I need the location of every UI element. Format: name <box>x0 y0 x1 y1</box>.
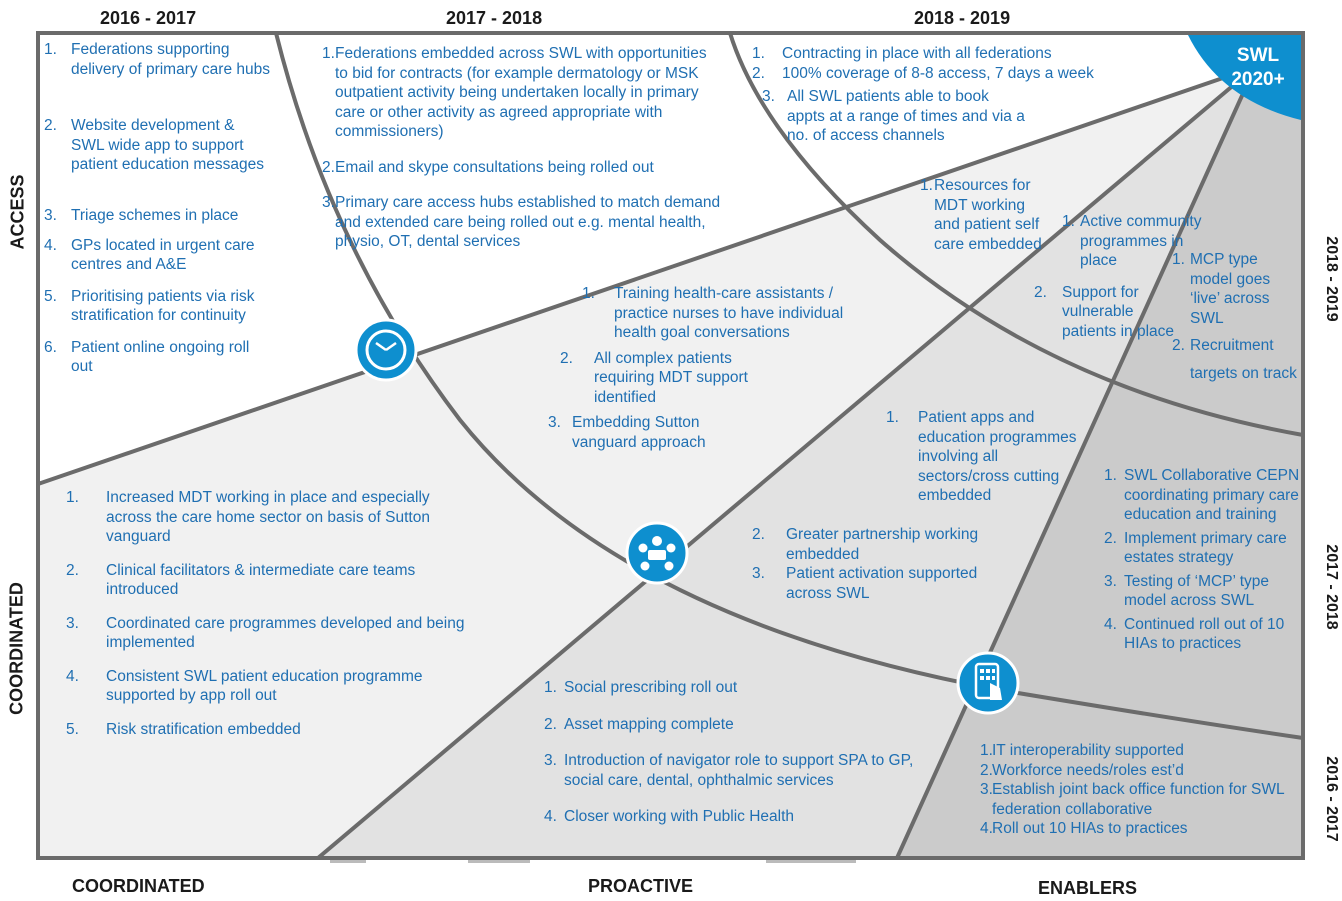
footer-proactive: PROACTIVE <box>588 876 694 896</box>
footer-coordinated: COORDINATED <box>72 876 205 896</box>
side-label-access: ACCESS <box>7 174 28 250</box>
patient-apps-block: 1.Patient apps and education programmes … <box>886 408 1096 506</box>
header-2017-2018: 2017 - 2018 <box>446 8 543 28</box>
list-item: 2.Workforce needs/roles est’d <box>980 761 1184 779</box>
list-item: 2.Clinical facilitators & intermediate c… <box>66 561 416 599</box>
list-item: 3.Triage schemes in place <box>44 207 239 224</box>
list-item: 1.Contracting in place with all federati… <box>752 45 1052 62</box>
coordinated-2016-list: 1.Increased MDT working in place and esp… <box>66 488 486 739</box>
list-item: 4.Continued roll out of 10 HIAs to pract… <box>1104 615 1285 653</box>
list-item: 4.GPs located in urgent care centres and… <box>44 236 255 274</box>
list-item: 3.All SWL patients able to book appts at… <box>762 88 1025 144</box>
outer-frame <box>36 31 1305 860</box>
side-label-right-2016: 2016 - 2017 <box>1323 756 1340 842</box>
list-item: 3.Testing of ‘MCP’ type model across SWL <box>1104 572 1270 610</box>
proactive-2016-list: 1.Social prescribing roll out 2.Asset ma… <box>544 678 924 827</box>
list-item: 2.Email and skype consultations being ro… <box>322 158 654 176</box>
list-item: 1.IT interoperability supported <box>980 742 1184 759</box>
footer-enablers: ENABLERS <box>1038 878 1138 898</box>
list-item: 2.All complex patients requiring MDT sup… <box>560 349 748 406</box>
list-item: 4.Roll out 10 HIAs to practices <box>980 820 1188 837</box>
list-item: 2.100% coverage of 8-8 access, 7 days a … <box>752 64 1094 82</box>
list-item: 4.Closer working with Public Health <box>544 808 795 825</box>
list-item: 3.Introduction of navigator role to supp… <box>544 752 914 789</box>
community-programmes-block: 1.Active community programmes in place 2… <box>1034 212 1204 341</box>
side-label-right-2017: 2017 - 2018 <box>1323 544 1340 630</box>
list-item: 2.Implement primary care estates strateg… <box>1104 529 1287 567</box>
list-item: 1.MCP type model goes ‘live’ across SWL <box>1172 251 1271 327</box>
enablers-2017-list: 1.SWL Collaborative CEPN coordinating pr… <box>1104 466 1302 654</box>
list-item: 3.Establish joint back office function f… <box>980 781 1285 818</box>
swl-badge-line1: SWL <box>1236 45 1280 66</box>
list-item: 3.Primary care access hubs established t… <box>322 194 721 250</box>
people-group-icon <box>625 521 689 585</box>
side-label-coordinated: COORDINATED <box>6 582 27 715</box>
list-item: 1.Training health-care assistants / prac… <box>582 285 844 341</box>
mcp-live-block: 1.MCP type model goes ‘live’ across SWL … <box>1172 250 1304 388</box>
list-item: 1.Federations embedded across SWL with o… <box>322 45 707 140</box>
divider-proactive <box>316 65 1257 860</box>
list-item: 3.Embedding Sutton vanguard approach <box>548 414 706 451</box>
list-item: 2.Recruitment targets on track <box>1172 337 1297 382</box>
header-2018-2019: 2018 - 2019 <box>914 8 1011 28</box>
list-item: 1.Patient apps and education programmes … <box>886 409 1077 504</box>
mobile-app-icon <box>956 651 1020 715</box>
access-2016-list: 1.Federations supporting delivery of pri… <box>44 40 270 377</box>
list-item: 5.Risk stratification embedded <box>66 720 301 738</box>
access-2017-list: 1.Federations embedded across SWL with o… <box>322 44 722 252</box>
swl-badge-line2: 2020+ <box>1231 69 1285 90</box>
arc-2017 <box>728 32 1304 437</box>
proactive-2017-list: 1.Training health-care assistants / prac… <box>548 284 890 452</box>
list-item: 2.Website development & SWL wide app to … <box>44 117 265 173</box>
list-item: 5.Prioritising patients via risk stratif… <box>44 287 255 325</box>
list-item: 1.SWL Collaborative CEPN coordinating pr… <box>1104 467 1300 523</box>
bottom-tab-1 <box>330 860 366 863</box>
side-label-right-2018: 2018 - 2019 <box>1323 236 1340 322</box>
header-2016-2017: 2016 - 2017 <box>100 8 197 28</box>
divider-access <box>37 65 1256 486</box>
enablers-2016-list: 1.IT interoperability supported 2.Workfo… <box>980 741 1290 839</box>
clock-icon <box>354 318 418 382</box>
list-item: 2.Support for vulnerable patients in pla… <box>1034 283 1175 340</box>
list-item: 1.Social prescribing roll out <box>544 679 738 696</box>
list-item: 3.Patient activation supported across SW… <box>752 565 978 602</box>
resources-mdt-block: 1.Resources for MDT working and patient … <box>920 176 1050 254</box>
partnership-block: 2.Greater partnership working embedded 3… <box>752 525 1012 603</box>
list-item: 1.Active community programmes in place <box>1062 213 1202 269</box>
list-item: 6.Patient online ongoing roll out <box>44 338 250 376</box>
access-2018-list: 1.Contracting in place with all federati… <box>752 44 1172 146</box>
bottom-tab-2 <box>468 860 530 863</box>
list-item: 4.Consistent SWL patient education progr… <box>66 667 423 705</box>
list-item: 3.Coordinated care programmes developed … <box>66 614 465 652</box>
list-item: 1.Increased MDT working in place and esp… <box>66 489 430 545</box>
divider-enablers <box>895 66 1257 859</box>
list-item: 2.Greater partnership working embedded <box>752 526 979 563</box>
list-item: 1.Federations supporting delivery of pri… <box>44 41 270 78</box>
list-item: 2.Asset mapping complete <box>544 715 734 733</box>
list-item: 1.Resources for MDT working and patient … <box>920 177 1042 253</box>
swl-corner-shape <box>1188 35 1301 120</box>
bottom-tab-3 <box>766 860 856 863</box>
swl-badge: SWL 2020+ <box>1218 44 1298 92</box>
sector-coordinated-fill <box>38 67 1255 858</box>
